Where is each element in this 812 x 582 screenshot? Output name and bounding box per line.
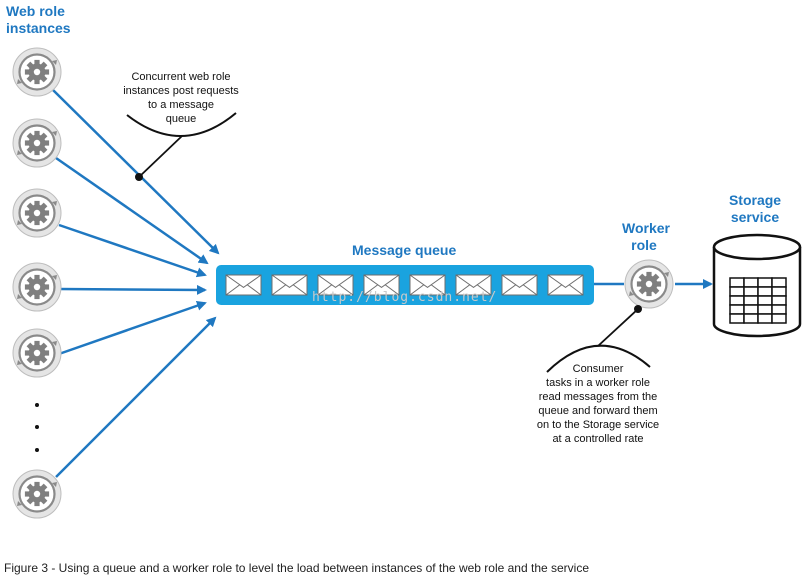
envelope-icon xyxy=(271,274,308,296)
gear-icon xyxy=(24,130,50,156)
gear-icon xyxy=(24,340,50,366)
message-queue-label: Message queue xyxy=(352,242,457,258)
envelope-icon xyxy=(363,274,400,296)
callout-web-requests xyxy=(126,112,237,181)
web-role-instances xyxy=(12,47,62,519)
envelope-icon xyxy=(455,274,492,296)
envelope-icon xyxy=(225,274,262,296)
instance-connectors xyxy=(52,89,220,478)
message-queue-bar xyxy=(216,265,594,305)
envelope-icon xyxy=(501,274,538,296)
watermark: http://blog.csdn.net/ xyxy=(312,290,498,305)
queue-messages xyxy=(225,274,584,296)
connector-4 xyxy=(58,284,207,295)
envelope-icon xyxy=(547,274,584,296)
worker-role-label: Worker role xyxy=(622,220,670,253)
web-role-instance-4 xyxy=(12,262,62,312)
more-instances-ellipsis xyxy=(35,403,39,452)
gear-icon xyxy=(24,481,50,507)
connector-1 xyxy=(52,89,220,255)
connector-2 xyxy=(55,156,209,265)
worker-role-gear xyxy=(624,259,674,309)
figure-caption: Figure 3 - Using a queue and a worker ro… xyxy=(4,561,590,575)
web-role-instance-2 xyxy=(12,118,62,168)
gear-icon xyxy=(636,271,662,297)
envelope-icon xyxy=(317,274,354,296)
callout-web-requests-text: Concurrent web role instances post reque… xyxy=(123,71,239,125)
callout-consumer xyxy=(546,305,651,373)
web-role-instance-1 xyxy=(12,47,62,97)
web-role-instance-5 xyxy=(12,328,62,378)
storage-service-label: Storage service xyxy=(728,192,782,225)
gear-icon xyxy=(24,200,50,226)
worker-role-node xyxy=(624,259,674,309)
storage-table-grid xyxy=(729,277,787,324)
callout-consumer-text: Consumer tasks in a worker role read mes… xyxy=(536,363,660,445)
web-role-instances-label: Web role instances xyxy=(6,3,71,36)
gear-icon xyxy=(24,274,50,300)
envelope-icon xyxy=(409,274,446,296)
web-role-instance-3 xyxy=(12,188,62,238)
connector-3 xyxy=(58,223,207,278)
storage-service-icon xyxy=(712,233,802,338)
connector-6 xyxy=(55,316,217,478)
web-role-instance-6 xyxy=(12,469,62,519)
gear-icon xyxy=(24,59,50,85)
connector-5 xyxy=(55,300,207,357)
